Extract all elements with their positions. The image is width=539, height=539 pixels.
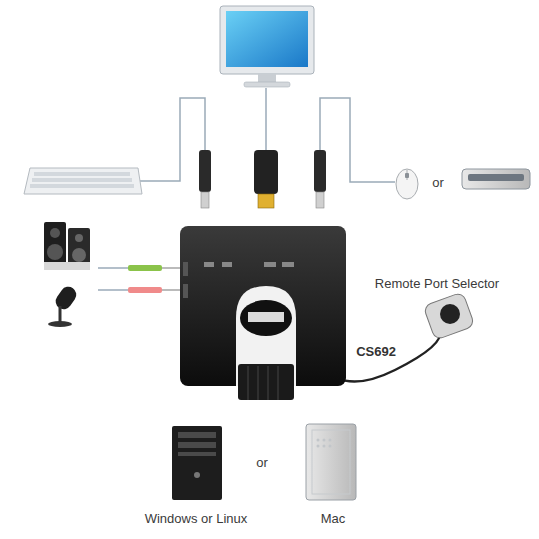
remote-selector-icon [423,292,475,340]
monitor-icon [220,6,314,87]
usb-hub-icon [462,169,530,189]
keyboard-icon [24,168,142,194]
kvm-switch [180,226,346,400]
or-text: or [256,456,268,470]
or-text: or [432,176,444,190]
model-label: CS692 [356,345,396,359]
mac-tower-icon [306,424,356,500]
os-label: Mac [321,512,346,526]
microphone-icon [48,284,79,327]
remote-selector-label: Remote Port Selector [375,277,499,291]
os-label: Windows or Linux [145,512,248,526]
audio-cables [98,265,182,293]
speakers-icon [44,222,90,270]
pc-tower-icon [172,426,222,500]
mouse-icon [396,169,418,199]
cable-plugs [199,150,326,208]
